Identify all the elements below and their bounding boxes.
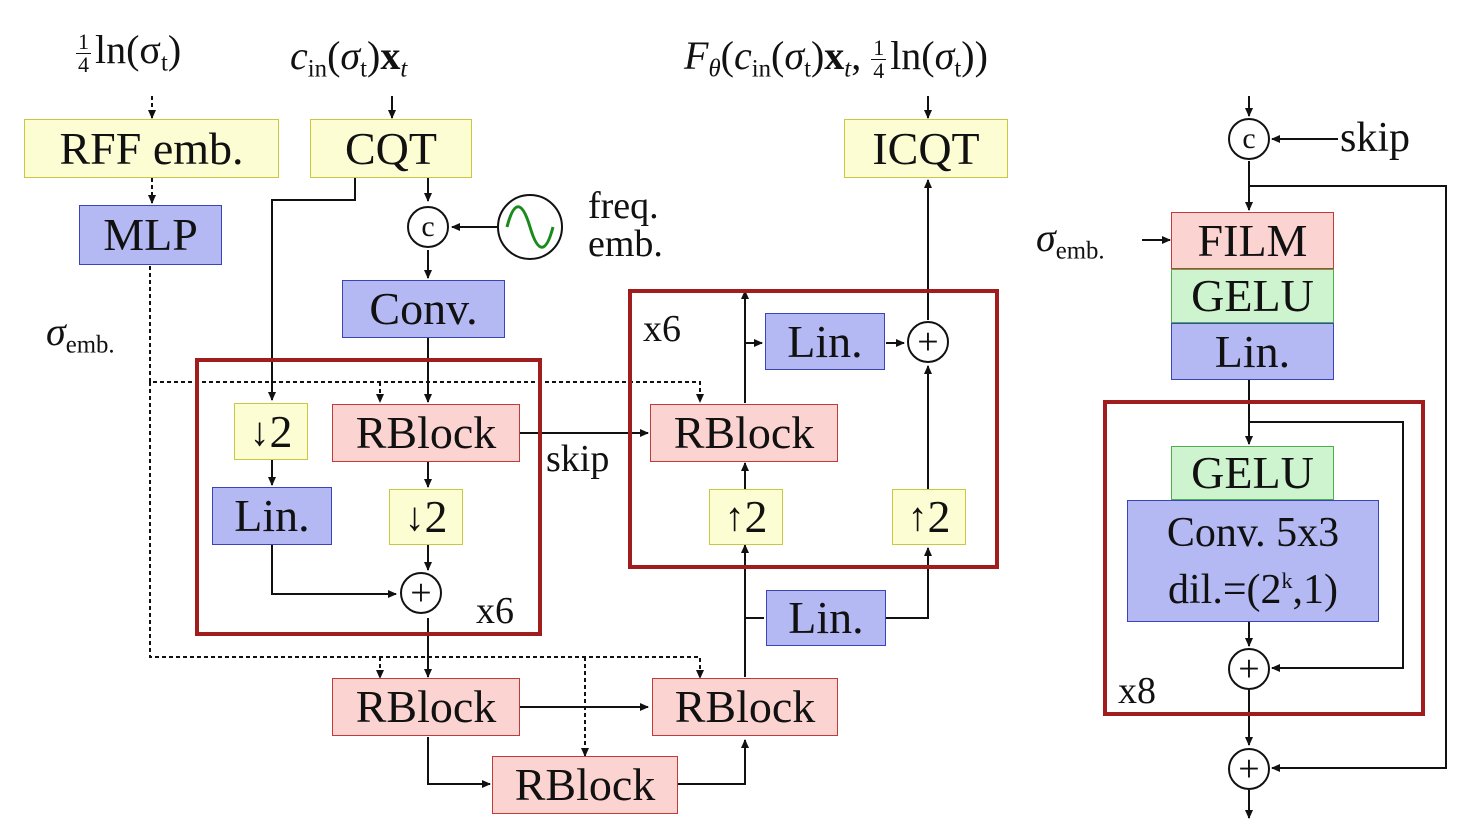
repeat-enc-text: x6	[476, 590, 514, 632]
conv-inner-sup: k	[1281, 567, 1293, 593]
mlp-label: MLP	[103, 209, 198, 260]
concat-node-right: c	[1228, 118, 1270, 160]
output-theta: θ	[708, 55, 721, 83]
conv-inner-line2b: ,1)	[1292, 566, 1339, 613]
conv-block: Conv.	[342, 280, 505, 338]
rblock-middle-bottom: RBlock	[492, 756, 678, 814]
plus-symbol: +	[410, 572, 432, 614]
conv-inner-block: Conv. 5x3 dil.=(2k,1)	[1127, 500, 1379, 622]
skip-right-text: skip	[1340, 115, 1411, 161]
freq-emb-line1: freq.	[588, 185, 659, 227]
lin-right-block: Lin.	[1171, 323, 1334, 380]
add-node-decoder: +	[907, 321, 949, 363]
rblock-mid-bottom-label: RBlock	[514, 759, 656, 810]
conv-inner-line1: Conv. 5x3	[1166, 509, 1340, 556]
gelu-inner-label: GELU	[1191, 447, 1314, 498]
mlp-block: MLP	[79, 205, 222, 265]
concat-node: c	[407, 206, 449, 248]
up-2a-label: 2	[744, 491, 768, 542]
lin-enc-label: Lin.	[234, 490, 310, 541]
film-label: FILM	[1197, 214, 1308, 266]
x-input-c: c	[290, 33, 308, 78]
sigma-emb-right-symbol: σ	[1036, 215, 1056, 260]
lin-middle: Lin.	[766, 590, 886, 646]
repeat-dec-text: x6	[643, 308, 681, 350]
rff-label: RFF emb.	[59, 122, 244, 174]
sigma-emb-label: σemb.	[46, 312, 115, 358]
sigma-frac-den: 4	[78, 52, 89, 78]
encoder-frame	[195, 358, 542, 636]
upsample-block-b: ↑2	[892, 489, 966, 545]
encoder-repeat-label: x6	[476, 592, 514, 630]
downsample-block-a: ↓2	[234, 403, 308, 460]
rblock-middle-left: RBlock	[332, 678, 520, 736]
lin-right-label: Lin.	[1214, 325, 1291, 377]
sine-wave-icon	[497, 194, 563, 260]
x-input-sub: in	[307, 55, 328, 83]
up-2b-label: 2	[927, 491, 951, 542]
down-2b-label: 2	[424, 491, 448, 542]
sigma-emb-label-right: σemb.	[1036, 218, 1105, 264]
sigma-emb-symbol: σ	[46, 309, 66, 354]
skip-label-mid: skip	[546, 440, 609, 478]
film-block: FILM	[1171, 212, 1334, 269]
conv-inner-line2a: dil.=(2	[1167, 566, 1282, 613]
decoder-frame	[628, 289, 999, 569]
rblock-mid-left-label: RBlock	[355, 681, 497, 732]
gelu-block-top: GELU	[1171, 269, 1334, 323]
lin-encoder: Lin.	[212, 487, 332, 545]
freq-emb-line2: emb.	[588, 223, 663, 265]
sigma-input-text: ln(σ	[95, 27, 161, 72]
lin-dec-label: Lin.	[787, 315, 863, 367]
decoder-repeat-label: x6	[643, 310, 681, 348]
add-node-inner: +	[1228, 648, 1270, 690]
gelu-block-inner: GELU	[1171, 446, 1334, 500]
output-f: F	[684, 33, 709, 78]
repeat-right-text: x8	[1118, 670, 1156, 712]
right-repeat-label: x8	[1118, 672, 1156, 710]
add-node-encoder: +	[400, 572, 442, 614]
rff-embedding-block: RFF emb.	[24, 119, 279, 178]
rblock-middle-right: RBlock	[652, 678, 838, 736]
conv-label: Conv.	[369, 283, 478, 334]
skip-mid-text: skip	[546, 438, 610, 480]
sigma-frac-num: 1	[76, 29, 91, 55]
cqt-label: CQT	[345, 122, 437, 174]
rblock-dec-label: RBlock	[673, 407, 815, 458]
upsample-block-a: ↑2	[709, 489, 783, 545]
lin-decoder: Lin.	[765, 313, 885, 370]
lin-mid-label: Lin.	[788, 592, 864, 643]
down-2a-label: 2	[269, 405, 293, 457]
conv-stack-frame	[1103, 400, 1425, 716]
sigma-emb-right-sub: emb.	[1055, 237, 1105, 265]
rblock-decoder: RBlock	[650, 404, 838, 462]
freq-emb-label: freq. emb.	[588, 187, 663, 263]
rblock-enc-label: RBlock	[355, 407, 497, 458]
skip-label-right: skip	[1340, 117, 1410, 159]
x-input-label: cin(σt)xt	[290, 33, 408, 83]
concat-symbol: c	[421, 210, 435, 243]
rblock-mid-right-label: RBlock	[674, 681, 816, 732]
cqt-block: CQT	[310, 119, 472, 178]
conv-inner-line2: dil.=(2k,1)	[1168, 557, 1338, 614]
rblock-encoder: RBlock	[332, 404, 520, 462]
downsample-block-b: ↓2	[389, 489, 463, 545]
gelu-top-label: GELU	[1191, 270, 1314, 321]
sigma-emb-sub: emb.	[65, 331, 115, 359]
icqt-block: ICQT	[844, 119, 1008, 178]
add-node-outer: +	[1228, 748, 1270, 790]
icqt-label: ICQT	[872, 122, 980, 174]
